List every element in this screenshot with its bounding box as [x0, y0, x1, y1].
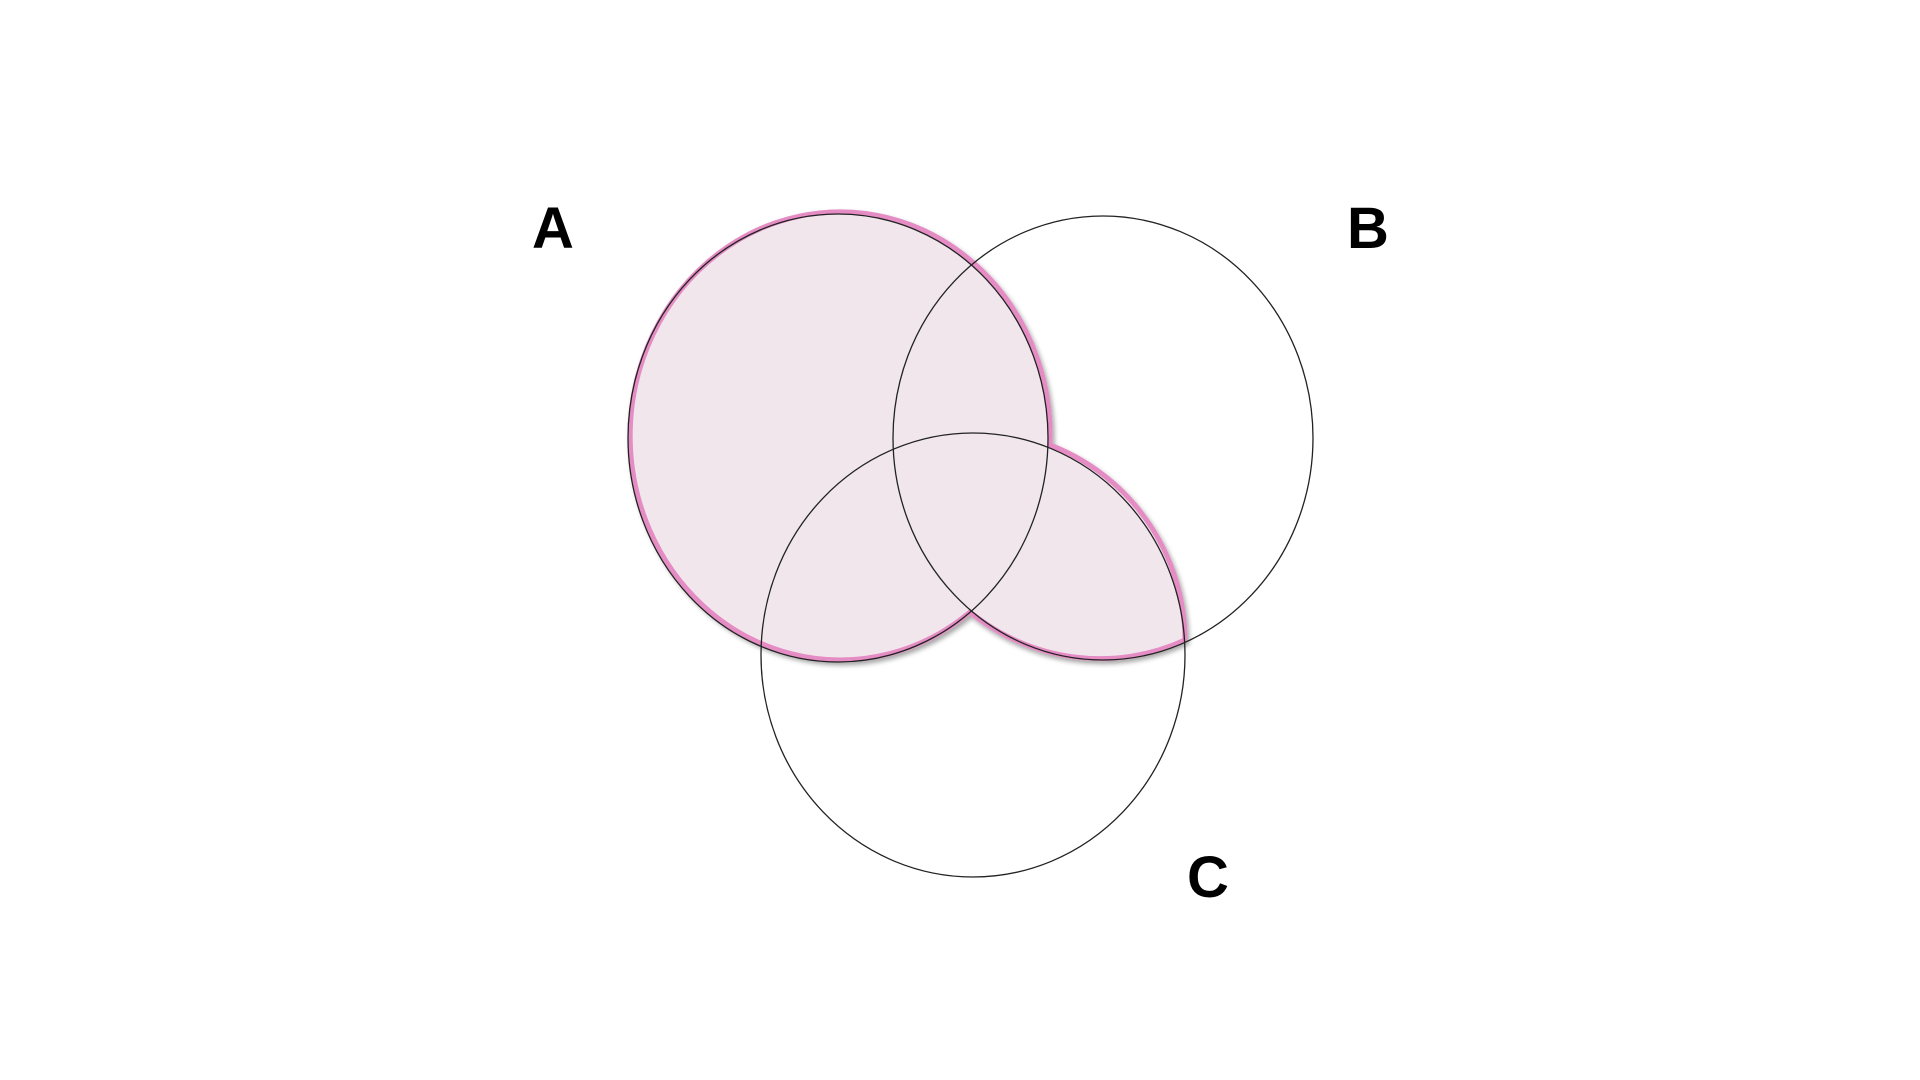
label-set-b: B [1347, 196, 1389, 261]
label-set-a: A [532, 196, 574, 261]
circle-c [760, 432, 1186, 878]
circle-b [892, 215, 1314, 661]
label-set-c: C [1187, 845, 1229, 910]
circle-a [627, 213, 1049, 663]
shaded-region-a-union-b-intersect-c [627, 209, 1188, 663]
